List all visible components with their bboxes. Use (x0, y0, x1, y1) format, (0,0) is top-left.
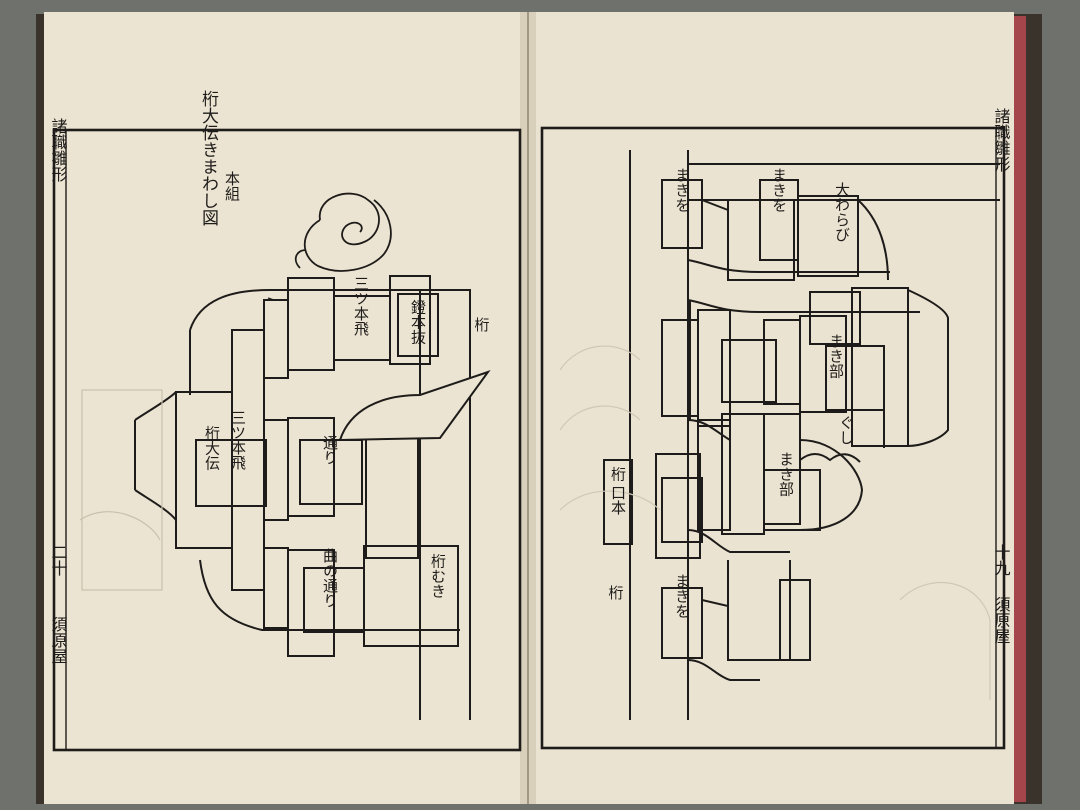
right-diagram (603, 150, 1000, 720)
left-label-note-detail: 桁大伝きまわし図 (198, 90, 219, 226)
right-label-d: ぐし (837, 415, 855, 445)
right-labels: まきを まきを 大わらび ぐし まき部 まき部 桁 口本 まきを 桁 (608, 168, 855, 619)
left-label-b: 三ツ本飛 (352, 276, 370, 337)
right-label-b: まきを (770, 168, 788, 213)
right-margin-publisher: 須原屋 (992, 596, 1011, 644)
right-faint-sketch (559, 345, 991, 700)
right-margin-title: 諸職雛形 (992, 108, 1011, 172)
left-margin-publisher: 須原屋 (49, 616, 68, 664)
right-label-a: まきを (673, 168, 691, 213)
left-margin-title: 諸職雛形 (49, 118, 68, 182)
right-label-c: 大わらび (833, 182, 851, 242)
left-label-a: 鐙本抜 (409, 300, 427, 346)
right-label-h: 口本 (609, 485, 627, 515)
left-label-e: 通り (321, 435, 339, 465)
left-label-d: 三ツ本飛 (229, 410, 247, 471)
left-labels: 桁 鐙本抜 三ツ本飛 桁大伝 三ツ本飛 通り 曲の通り 桁むき 本組 桁大伝きま… (198, 90, 490, 608)
left-frame (52, 128, 522, 752)
right-label-g: 桁 (609, 467, 627, 483)
left-margin-folio: 二十 (49, 544, 68, 576)
left-label-keta-top: 桁 (474, 316, 489, 334)
page-edge (1012, 16, 1026, 802)
left-margin: 諸職雛形 二十 須原屋 (49, 118, 68, 664)
left-label-note-top: 本組 (223, 171, 241, 201)
right-frame (540, 126, 1006, 750)
right-page (530, 12, 1014, 804)
right-label-j: 桁 (608, 584, 623, 602)
left-label-f: 曲の通り (321, 548, 339, 608)
left-faint-sketch (79, 389, 163, 591)
left-diagram (134, 192, 491, 720)
left-label-c: 桁大伝 (203, 426, 221, 471)
right-label-i: まきを (673, 574, 691, 619)
left-label-g: 桁むき (429, 554, 447, 599)
right-margin-folio: 十九 (992, 544, 1011, 576)
right-margin: 諸職雛形 十九 須原屋 (992, 108, 1011, 644)
right-label-e: まき部 (827, 334, 845, 379)
right-label-f: まき部 (777, 452, 795, 497)
